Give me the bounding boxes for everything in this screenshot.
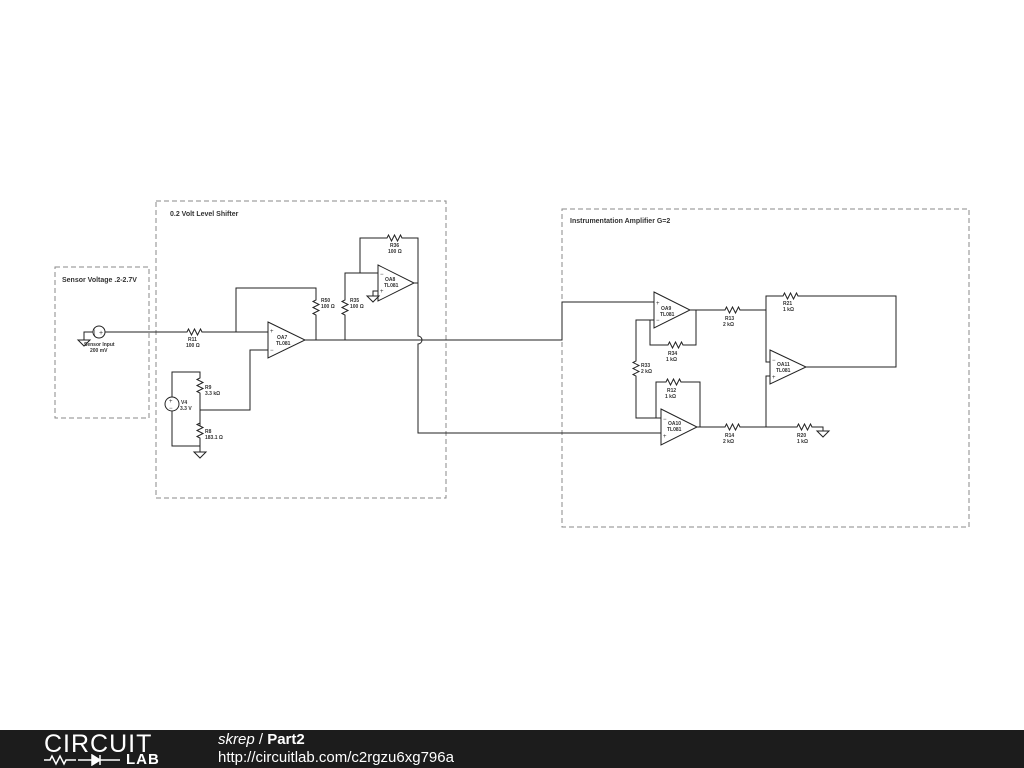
svg-text:+: + xyxy=(663,434,667,440)
oa9-name: OA9 xyxy=(661,306,672,312)
resistor-r50[interactable] xyxy=(312,296,320,319)
r21-value: 1 kΩ xyxy=(783,307,794,313)
inamp-box xyxy=(561,208,970,528)
r14-name: R14 xyxy=(725,433,734,439)
resistor-r34[interactable] xyxy=(664,341,687,349)
v4-value: 3.3 V xyxy=(180,406,192,412)
r35-value: 100 Ω xyxy=(350,304,364,310)
author-link[interactable]: skrep xyxy=(218,731,255,748)
oa10-name: OA10 xyxy=(668,421,681,427)
shifter-box xyxy=(155,200,447,499)
circuitlab-logo[interactable]: CIRCUIT xyxy=(44,730,153,758)
schematic-canvas: Sensor Voltage .2-2.7V 0.2 Volt Level Sh… xyxy=(54,200,970,528)
r11-value: 100 Ω xyxy=(186,343,200,349)
r35-name: R35 xyxy=(350,298,359,304)
oa8-model: TL081 xyxy=(384,283,399,289)
r34-value: 1 kΩ xyxy=(666,357,677,363)
title-separator: / xyxy=(254,731,268,748)
r36-name: R36 xyxy=(390,243,399,249)
svg-text:−: − xyxy=(772,358,776,364)
r9-name: R9 xyxy=(205,385,212,391)
svg-text:+: + xyxy=(270,329,274,335)
sensor-input-value: 200 mV xyxy=(90,348,108,354)
circuit-title[interactable]: Part2 xyxy=(267,731,305,748)
sensor-box-title: Sensor Voltage .2-2.7V xyxy=(62,277,137,284)
resistor-r33[interactable] xyxy=(632,357,640,380)
oa11-model: TL081 xyxy=(776,368,791,374)
resistor-r11[interactable] xyxy=(183,328,206,336)
oa9-model: TL081 xyxy=(660,312,675,318)
svg-text:−: − xyxy=(380,272,384,278)
opamp-oa11[interactable]: −+ xyxy=(769,349,808,385)
resistor-r13[interactable] xyxy=(721,306,744,314)
resistor-r8[interactable] xyxy=(196,419,204,442)
r34-name: R34 xyxy=(668,351,677,357)
opamp-oa8[interactable]: −+ xyxy=(377,264,416,302)
oa7-name: OA7 xyxy=(277,335,288,341)
sensor-input-source[interactable]: |+ xyxy=(77,325,184,347)
oa8-name: OA8 xyxy=(385,277,396,283)
r14-value: 2 kΩ xyxy=(723,439,734,445)
voltage-source-v4[interactable]: +− xyxy=(164,396,180,412)
resistor-r35[interactable] xyxy=(341,296,349,319)
svg-text:+: + xyxy=(380,289,384,295)
svg-text:+: + xyxy=(772,375,776,381)
r20-value: 1 kΩ xyxy=(797,439,808,445)
r12-name: R12 xyxy=(667,388,676,394)
svg-text:+: + xyxy=(99,330,103,337)
resistor-r20[interactable] xyxy=(793,423,816,431)
circuit-title-line: skrep / Part2 xyxy=(218,731,305,748)
oa7-model: TL081 xyxy=(276,341,291,347)
r33-name: R33 xyxy=(641,363,650,369)
r12-value: 1 kΩ xyxy=(665,394,676,400)
opamp-oa9[interactable]: +− xyxy=(653,291,692,329)
circuitlab-logo-lab: LAB xyxy=(126,751,160,768)
shifter-box-title: 0.2 Volt Level Shifter xyxy=(170,211,239,218)
svg-text:+: + xyxy=(656,301,660,307)
r13-value: 2 kΩ xyxy=(723,322,734,328)
r8-value: 183.1 Ω xyxy=(205,435,223,441)
opamp-oa10[interactable]: −+ xyxy=(660,408,699,446)
oa10-model: TL081 xyxy=(667,427,682,433)
inamp-box-title: Instrumentation Amplifier G=2 xyxy=(570,218,670,225)
svg-text:|: | xyxy=(94,330,96,336)
r11-name: R11 xyxy=(188,337,197,343)
svg-text:+: + xyxy=(169,399,173,405)
svg-text:−: − xyxy=(663,417,667,423)
r50-name: R50 xyxy=(321,298,330,304)
resistor-diode-logo-icon xyxy=(44,754,120,766)
r9-value: 3.3 kΩ xyxy=(205,391,220,397)
resistor-r12[interactable] xyxy=(662,378,685,386)
sensor-input-name: Sensor Input xyxy=(84,342,115,348)
resistor-r9[interactable] xyxy=(196,374,204,397)
footer-bar: CIRCUIT LAB skrep / Part2 http://circuit… xyxy=(0,730,1024,768)
v4-name: V4 xyxy=(181,400,187,406)
resistor-r21[interactable] xyxy=(779,292,802,300)
opamp-oa7[interactable]: +− xyxy=(267,321,307,359)
r50-value: 100 Ω xyxy=(321,304,335,310)
oa11-name: OA11 xyxy=(777,362,790,368)
r8-name: R8 xyxy=(205,429,212,435)
svg-text:−: − xyxy=(656,318,660,324)
circuit-url[interactable]: http://circuitlab.com/c2rgzu6xg796a xyxy=(218,749,454,766)
resistor-r36[interactable] xyxy=(383,234,406,242)
r13-name: R13 xyxy=(725,316,734,322)
r33-value: 2 kΩ xyxy=(641,369,652,375)
svg-text:−: − xyxy=(270,348,274,354)
r36-value: 100 Ω xyxy=(388,249,402,255)
resistor-r14[interactable] xyxy=(721,423,744,431)
sensor-box xyxy=(54,266,150,419)
r21-name: R21 xyxy=(783,301,792,307)
svg-text:−: − xyxy=(169,406,173,412)
r20-name: R20 xyxy=(797,433,806,439)
